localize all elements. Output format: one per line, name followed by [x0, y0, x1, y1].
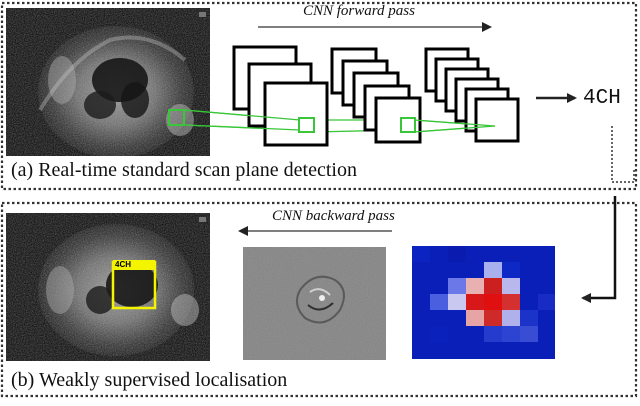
panel-a-caption: (a) Real-time standard scan plane detect… [11, 159, 357, 181]
feature-maps-layer-2 [330, 47, 422, 144]
detection-bbox [111, 260, 157, 310]
connector-arrow [581, 196, 617, 303]
feature-maps-layer-3 [424, 47, 520, 143]
ultrasound-image-b [6, 213, 210, 361]
bbox-tag: 4CH [115, 260, 132, 269]
scanner-marker [199, 12, 206, 17]
panel-a-border [0, 1, 638, 191]
scanner-marker-b [199, 217, 206, 222]
forward-pass-label: CNN forward pass [303, 3, 415, 19]
saliency-map [243, 247, 386, 360]
ultrasound-image-a [6, 8, 210, 156]
localisation-heatmap [412, 246, 555, 359]
receptive-field-boxes [183, 109, 496, 133]
panel-b-caption: (b) Weakly supervised localisation [11, 369, 288, 391]
feature-maps-layer-1 [232, 45, 329, 147]
backward-pass-label: CNN backward pass [272, 208, 395, 224]
output-class-label: 4CH [583, 87, 621, 110]
connector-dash [611, 126, 635, 183]
panel-b-border [0, 201, 638, 398]
